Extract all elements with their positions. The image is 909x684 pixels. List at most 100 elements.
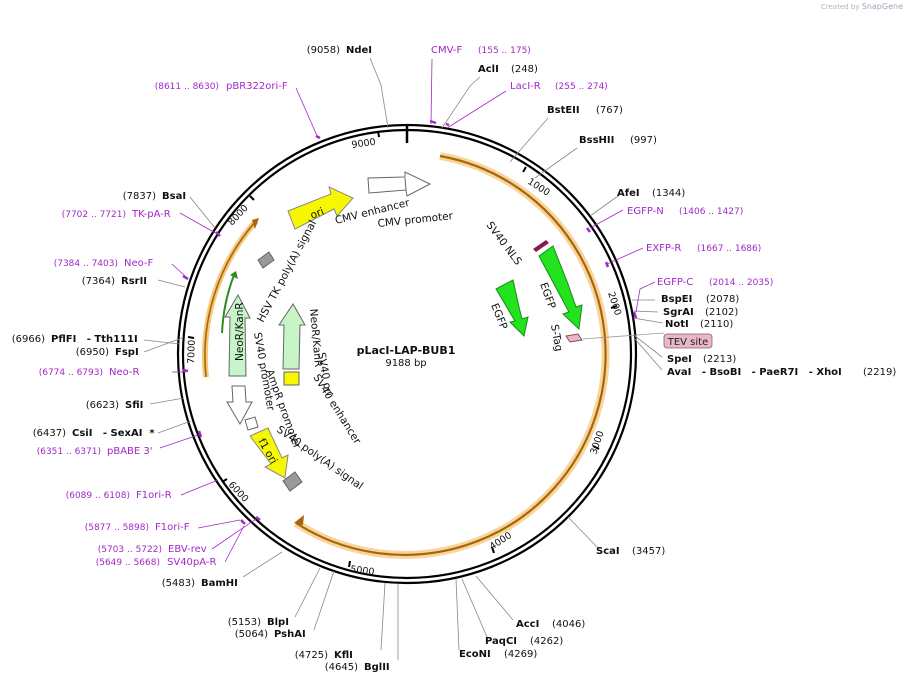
leader-xhoi xyxy=(634,338,663,371)
primer-laci-r: LacI-R xyxy=(510,81,541,92)
leader-csii xyxy=(157,420,192,434)
enzyme-bspei: BspEI xyxy=(661,294,692,305)
sv40-polya-box xyxy=(282,471,303,492)
sv40-ori-box xyxy=(283,371,300,386)
enzyme-acci: AccI xyxy=(516,619,539,630)
enzyme-paqci: PaqCI xyxy=(485,636,517,647)
primer-neo-f: Neo-F xyxy=(124,258,154,269)
primer-range-ebv-rev: (5703 .. 5722) xyxy=(98,545,162,555)
tev-site-badge xyxy=(663,333,713,349)
primer-mark-exfp-r xyxy=(604,261,610,268)
leader-ebv-rev xyxy=(211,518,257,550)
enzyme-xhoi: AvaI - BsoBI - PaeR7I - XhoI xyxy=(667,367,842,378)
primer-range-cmv-f: (155 .. 175) xyxy=(478,46,531,56)
enzyme-pos-bsai: (7837) xyxy=(123,191,156,202)
left-arc-arrowhead xyxy=(252,218,259,229)
enzyme-bglii: BglII xyxy=(364,662,390,673)
enzyme-pos-bamhi: (5483) xyxy=(162,578,195,589)
snapgene-credit: Created by SnapGene xyxy=(821,2,903,11)
hsv-tk-polya-box xyxy=(257,251,275,269)
leader-ndei xyxy=(369,57,389,129)
tick-8000 xyxy=(249,195,255,201)
leader-sgrai xyxy=(632,310,659,313)
primer-f1ori-f: F1ori-F xyxy=(155,522,190,533)
tick-7000 xyxy=(187,336,195,339)
leader-scai xyxy=(567,516,599,549)
primer-range-exfp-r: (1667 .. 1686) xyxy=(697,244,761,254)
enzyme-pos-blpi: (5153) xyxy=(228,617,261,628)
green-arc-arrowhead xyxy=(230,271,238,279)
enzyme-pos-bspei: (2078) xyxy=(706,294,739,305)
leader-neo-f xyxy=(171,263,187,278)
enzyme-pos-paqci: (4262) xyxy=(530,636,563,647)
primer-mark-cmv-f xyxy=(429,119,437,125)
primer-egfp-n: EGFP-N xyxy=(627,206,664,217)
primer-range-neo-f: (7384 .. 7403) xyxy=(54,259,118,269)
enzyme-pos-acli: (248) xyxy=(511,64,538,75)
enzyme-bamhi: BamHI xyxy=(201,578,238,589)
enzyme-kfli: KflI xyxy=(334,650,353,661)
tick-6000 xyxy=(221,478,228,483)
leader-kfli xyxy=(380,582,386,651)
snapgene-logo: SnapGene xyxy=(861,2,903,11)
primer-exfp-r: EXFP-R xyxy=(646,243,681,254)
leader-spei xyxy=(634,335,663,358)
primer-range-egfp-n: (1406 .. 1427) xyxy=(679,207,743,217)
leader-sv40pa-r xyxy=(224,525,245,563)
enzyme-pos-fspi: (6950) xyxy=(76,347,109,358)
label-neo-kanr-left: NeoR/KanR xyxy=(234,302,246,361)
primer-mark-tk-pa-r xyxy=(215,231,221,237)
leader-econi xyxy=(455,578,460,651)
enzyme-pos-bsshii: (997) xyxy=(630,135,657,146)
enzyme-bsai: BsaI xyxy=(162,191,186,202)
leader-exfp-r xyxy=(606,247,644,265)
primer-mark-neo-f xyxy=(182,274,189,281)
green-inner-arc xyxy=(221,274,235,334)
primer-egfp-c: EGFP-C xyxy=(657,277,693,288)
left-arc xyxy=(204,220,257,378)
enzyme-sgrai: SgrAI xyxy=(663,307,694,318)
neo-kanr-left-arrow xyxy=(224,293,251,377)
primer-mark-laci-r xyxy=(445,122,450,127)
tick-label-5000: 5000 xyxy=(350,564,375,578)
enzyme-pos-sgrai: (2102) xyxy=(705,307,738,318)
enzyme-pos-scai: (3457) xyxy=(632,546,665,557)
primer-pbr322ori-f: pBR322ori-F xyxy=(226,81,288,92)
credit-prefix: Created by xyxy=(821,3,860,11)
plasmid-length: 9188 bp xyxy=(385,358,426,369)
enzyme-bsteii: BstEII xyxy=(547,105,580,116)
leader-pbabe3 xyxy=(159,433,202,449)
leader-blpi xyxy=(294,567,321,618)
leader-acli xyxy=(441,76,481,129)
tick-label-9000: 9000 xyxy=(351,137,376,151)
leader-acci xyxy=(475,575,514,621)
insert-arc xyxy=(295,154,607,556)
tick-2000 xyxy=(610,305,618,309)
primer-range-laci-r: (255 .. 274) xyxy=(555,82,608,92)
primer-mark-pbr322ori-f xyxy=(315,134,321,140)
enzyme-pos-bsteii: (767) xyxy=(596,105,623,116)
tick-label-8000: 8000 xyxy=(226,203,251,228)
primer-mark-egfp-c xyxy=(632,311,638,319)
enzyme-csii: CsiI - SexAI * xyxy=(72,428,155,439)
leader-noti xyxy=(632,317,664,324)
label-sv40-enhancer: SV40 enhancer xyxy=(310,372,363,447)
leader-pshai xyxy=(313,570,335,631)
enzyme-pos-acci: (4046) xyxy=(552,619,585,630)
primer-range-pbabe3: (6351 .. 6371) xyxy=(37,447,101,457)
tick-3000 xyxy=(592,445,600,450)
leader-egfp-n xyxy=(589,209,624,229)
primer-range-sv40pa-r: (5649 .. 5668) xyxy=(96,558,160,568)
enzyme-pos-econi: (4269) xyxy=(504,649,537,660)
sv40-nls-box xyxy=(533,240,549,252)
primer-mark-ebv-rev xyxy=(255,516,261,521)
primer-f1ori-r: F1ori-R xyxy=(136,490,172,501)
enzyme-scai: ScaI xyxy=(596,546,620,557)
sv40-promoter-arrow xyxy=(226,385,253,426)
primer-ebv-rev: EBV-rev xyxy=(168,544,207,555)
leader-f1ori-r xyxy=(180,479,219,496)
enzyme-pos-bglii: (4645) xyxy=(325,662,358,673)
leader-bsshii xyxy=(534,147,578,179)
enzyme-afei: AfeI xyxy=(617,188,640,199)
